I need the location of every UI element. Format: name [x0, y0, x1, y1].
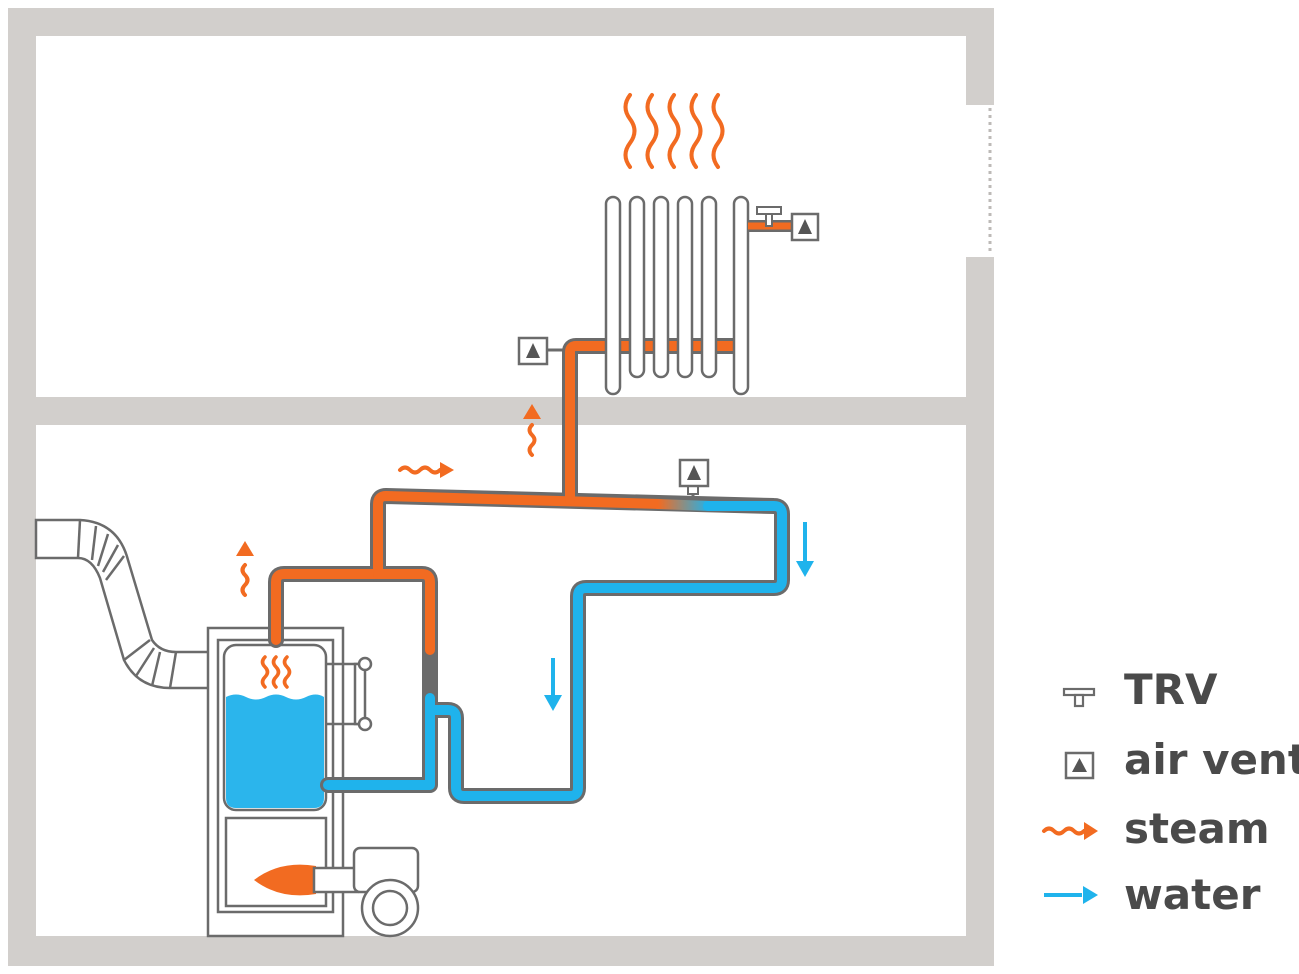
left-wall — [8, 8, 36, 966]
pipe-fills — [271, 341, 787, 801]
ceiling-floor-divider — [8, 397, 994, 425]
steam-arrow-main — [398, 462, 454, 478]
flue-duct — [34, 518, 216, 690]
floor-wall — [8, 936, 994, 966]
legend-label-trv: TRV — [1124, 665, 1218, 714]
burner — [254, 846, 420, 938]
legend-item-steam: steam — [1042, 804, 1270, 853]
legend-item-water: water — [1044, 870, 1261, 919]
water-arrow-right — [796, 522, 814, 577]
riser-air-vent — [517, 336, 564, 366]
water-return-pipe — [425, 501, 787, 801]
trv-icon — [1062, 687, 1096, 708]
boiler-water — [226, 694, 324, 808]
radiator — [604, 195, 750, 396]
boiler-steam-squiggles — [260, 655, 292, 689]
mixed-main-pipe — [653, 499, 715, 511]
air-vent-icon — [1064, 751, 1095, 780]
sight-gauge — [326, 656, 373, 732]
right-wall-middle — [966, 257, 994, 966]
firebox — [224, 816, 328, 908]
roof-wall — [8, 8, 994, 36]
radiator-heat-waves — [623, 93, 725, 169]
water-arrow-middle — [544, 658, 562, 711]
steam-main-pipe — [373, 491, 665, 579]
legend-label-steam: steam — [1124, 804, 1270, 853]
legend-label-water: water — [1124, 870, 1261, 919]
boiler-loop-water — [323, 693, 435, 790]
steam-arrow-riser — [523, 404, 541, 457]
wavy-arrow-icon — [1042, 822, 1098, 840]
steam-to-radiator-pipe — [565, 341, 745, 505]
legend: TRV air vent steam water — [1042, 665, 1299, 919]
legend-label-air-vent: air vent — [1124, 735, 1299, 784]
steam-riser-pipe — [271, 569, 383, 645]
straight-arrow-icon — [1044, 886, 1098, 904]
right-wall-upper — [966, 8, 994, 105]
steam-arrow-boiler — [236, 541, 254, 597]
legend-item-trv: TRV — [1062, 665, 1218, 714]
radiator-air-vent — [790, 212, 820, 242]
burner-flame — [254, 864, 316, 896]
legend-item-air-vent: air vent — [1064, 735, 1299, 784]
trv-valve — [748, 206, 792, 232]
building-walls — [8, 8, 994, 966]
main-air-vent — [678, 458, 710, 500]
boiler-loop-steam — [373, 569, 435, 655]
